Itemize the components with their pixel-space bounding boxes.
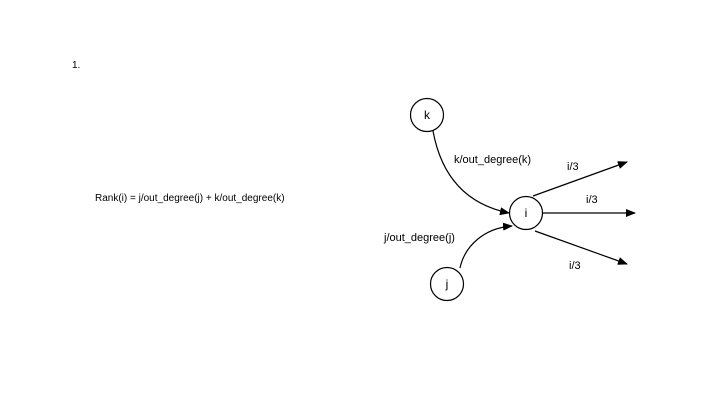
node-j-circle xyxy=(429,266,465,302)
item-number: 1. xyxy=(72,60,81,71)
node-k-label: k xyxy=(424,108,431,122)
edge-j-to-i-label: j/out_degree(j) xyxy=(383,232,455,244)
node-j-label: j xyxy=(445,277,449,291)
edge-i-out-bottom-label: i/3 xyxy=(569,260,581,272)
node-k: k xyxy=(409,97,445,133)
rank-formula: Rank(i) = j/out_degree(j) + k/out_degree… xyxy=(95,193,285,204)
edge-i-out-top-label: i/3 xyxy=(567,161,579,173)
edge-i-out-bottom xyxy=(534,230,628,265)
edge-k-to-i xyxy=(432,130,510,216)
edge-i-out-top xyxy=(532,161,628,197)
node-i-label: i xyxy=(525,206,528,220)
edge-i-out-middle-label: i/3 xyxy=(586,194,598,206)
node-i: i xyxy=(508,195,544,231)
node-j: j xyxy=(429,266,465,302)
edge-j-to-i xyxy=(459,222,513,269)
edge-k-to-i-label: k/out_degree(k) xyxy=(454,154,531,166)
node-k-circle xyxy=(409,97,445,133)
